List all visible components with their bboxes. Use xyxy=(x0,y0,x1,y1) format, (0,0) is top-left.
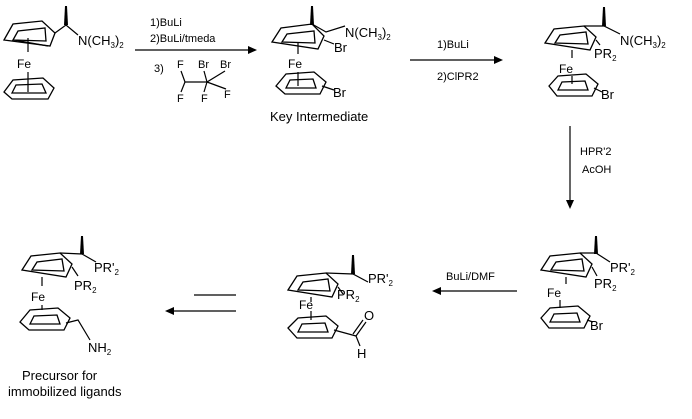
pr2-group: PR2 xyxy=(74,278,97,295)
step2: 1)BuLi 2)ClPR2 xyxy=(410,39,503,83)
step5 xyxy=(165,294,236,315)
cp-ring-bottom xyxy=(540,305,591,329)
reagent-step1-line1: 1)BuLi xyxy=(150,17,182,29)
step4: BuLi/DMF xyxy=(432,271,517,295)
compound-key-intermediate: N(CH3)2 Br Fe Br Key Intermediate xyxy=(270,6,391,124)
caption-precursor-line2: immobilized ligands xyxy=(8,384,122,399)
reagent-step1-line2: 2)BuLi/tmeda xyxy=(150,33,216,45)
cp-ring-bottom xyxy=(275,71,327,95)
step1: 1)BuLi 2)BuLi/tmeda 3) F Br Br F F F xyxy=(135,17,257,105)
cp-ring-top xyxy=(286,272,339,298)
compound-amine-precursor: PR'2 PR2 Fe NH2 Precursor for immobilize… xyxy=(8,236,122,399)
cp-ring-top xyxy=(543,25,597,51)
pr2-group: PR2 xyxy=(594,276,617,293)
fe-label: Fe xyxy=(547,286,561,300)
atom-f2: F xyxy=(177,93,184,105)
caption-precursor-line1: Precursor for xyxy=(22,368,98,383)
fe-label: Fe xyxy=(288,57,302,71)
br-label: Br xyxy=(601,87,615,102)
atom-f3: F xyxy=(201,93,208,105)
compound-phosphine-bromo: N(CH3)2 PR2 Fe Br xyxy=(543,7,666,102)
cp-ring-top xyxy=(20,252,73,278)
atom-br1: Br xyxy=(198,59,209,71)
cp-ring-top xyxy=(270,23,325,50)
atom-br2: Br xyxy=(220,59,231,71)
caption-key-intermediate: Key Intermediate xyxy=(270,109,368,124)
fe-label: Fe xyxy=(299,298,313,312)
cp-ring-bottom xyxy=(287,315,339,339)
amine-group: N(CH3)2 xyxy=(345,25,391,42)
pr2-group: PR2 xyxy=(337,287,360,304)
amine-group: N(CH3)2 xyxy=(620,33,666,50)
fe-label: Fe xyxy=(17,57,31,71)
compound-aldehyde: PR'2 PR2 Fe O H xyxy=(286,255,394,361)
step3: HPR'2 AcOH xyxy=(566,126,611,209)
atom-f4: F xyxy=(224,89,231,101)
arrow-step1-head xyxy=(248,46,257,54)
cp-ring-bottom xyxy=(3,77,55,100)
reagent-step3-line1: HPR'2 xyxy=(580,146,611,158)
cp-ring-top xyxy=(539,252,593,278)
cp-ring-top xyxy=(2,20,56,47)
reagent-step1-line3: 3) xyxy=(154,63,164,75)
cp-ring-bottom xyxy=(548,73,599,97)
reagent-step4-line1: BuLi/DMF xyxy=(446,271,495,283)
nh2-group: NH2 xyxy=(88,340,112,357)
reagent-tetrahaloethane: F Br Br F F F xyxy=(177,59,231,105)
prp-group: PR'2 xyxy=(94,260,120,277)
br-label: Br xyxy=(590,318,604,333)
prp-group: PR'2 xyxy=(610,260,636,277)
amine-group: N(CH3)2 xyxy=(78,33,124,50)
hydrogen-label: H xyxy=(357,346,366,361)
br-top: Br xyxy=(334,40,348,55)
br-bottom: Br xyxy=(333,85,347,100)
compound-diphosphine-bromo: PR'2 PR2 Fe Br xyxy=(539,236,636,333)
fe-label: Fe xyxy=(559,62,573,76)
reagent-step2-line1: 1)BuLi xyxy=(437,39,469,51)
arrow-step3-head xyxy=(566,200,574,209)
reagent-step3-line2: AcOH xyxy=(582,164,611,176)
arrow-step4-head xyxy=(432,287,441,295)
prp-group: PR'2 xyxy=(368,271,394,288)
fe-label: Fe xyxy=(31,290,45,304)
atom-f1: F xyxy=(177,59,184,71)
arrow-step5-head xyxy=(165,307,174,315)
side-chain xyxy=(54,6,79,36)
pr2-group: PR2 xyxy=(594,46,617,63)
arrow-step2-head xyxy=(494,56,503,64)
oxygen-label: O xyxy=(364,308,374,323)
cp-ring-bottom xyxy=(19,307,71,331)
compound-start: Fe N(CH3)2 xyxy=(2,6,124,100)
reagent-step2-line2: 2)ClPR2 xyxy=(437,71,479,83)
